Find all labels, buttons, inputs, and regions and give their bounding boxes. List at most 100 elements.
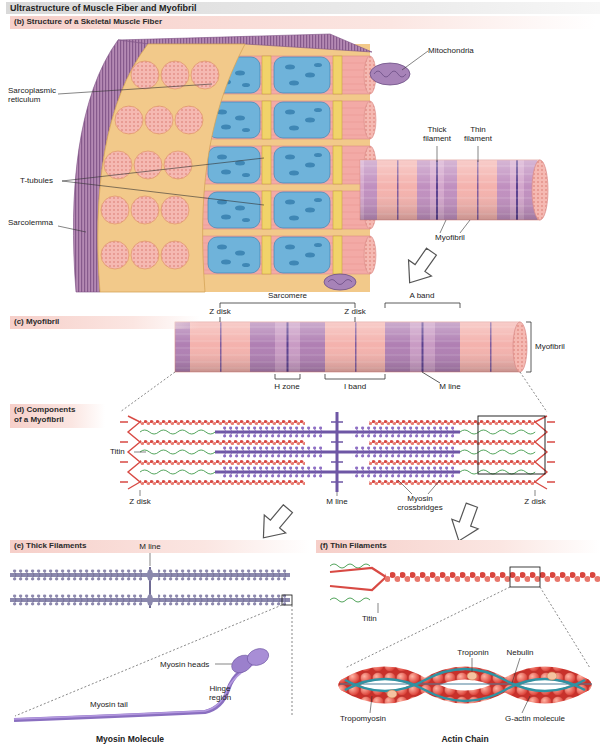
myofibril	[360, 160, 548, 220]
thin-filament-detail	[370, 658, 530, 713]
titin	[460, 450, 535, 454]
heading-text: (f) Thin Filaments	[320, 541, 596, 551]
myofibril-cross-section	[161, 61, 189, 89]
part-label: H zone	[262, 382, 312, 391]
thin-filament	[369, 440, 535, 445]
muscle-fiber	[200, 146, 376, 184]
thin-filament-detail	[345, 587, 590, 668]
thick-filament	[352, 446, 454, 458]
part-label: G-actin molecule	[505, 714, 595, 723]
myofibril-cross-section	[175, 106, 203, 134]
part-label: Mitochondria	[428, 46, 498, 55]
leader-line	[134, 452, 146, 453]
part-label: T-tubules	[20, 176, 70, 185]
actin-chain	[345, 669, 585, 691]
thin-filament	[140, 480, 305, 485]
thick-filament-detail	[147, 569, 153, 581]
myofibril-striations	[175, 322, 520, 372]
thin-filament-detail	[378, 603, 379, 613]
leader-line	[58, 226, 86, 232]
actin-chain	[547, 672, 557, 680]
muscle-fiber	[200, 236, 376, 274]
myosin-molecule	[14, 672, 240, 720]
leader-line	[62, 158, 264, 205]
leader-line	[440, 220, 470, 233]
heading-text: (c) Myofibril	[14, 317, 196, 327]
muscle-fiber	[58, 34, 548, 292]
myofibril-cross-section	[145, 106, 173, 134]
figure-title: Ultrastructure of Muscle Fiber and Myofi…	[6, 2, 600, 14]
panel-arrow	[446, 500, 485, 545]
leader-line	[58, 84, 212, 94]
muscle-fiber	[200, 191, 376, 229]
part-label: A band	[397, 291, 447, 300]
actin-chain	[387, 690, 397, 698]
panel-heading: (b) Structure of a Skeletal Muscle Fiber	[10, 16, 596, 29]
part-label: I band	[330, 382, 380, 391]
thin-filament-detail	[385, 571, 600, 583]
myofibril-cross-section	[161, 241, 189, 269]
leader-line	[58, 51, 478, 233]
thin-filament	[369, 460, 535, 465]
myofibril-cross-section	[101, 196, 129, 224]
bracket	[385, 303, 460, 308]
part-label: Nebulin	[500, 648, 540, 657]
bracket	[422, 372, 440, 383]
part-label: Z disk	[335, 307, 375, 316]
panel-heading: (d) Components of a Myofibril	[10, 404, 105, 428]
part-label: Titin	[362, 614, 392, 623]
bracket	[526, 322, 531, 372]
actin-chain	[467, 672, 477, 680]
thin-filament-detail	[510, 567, 540, 587]
thin-filament	[369, 480, 535, 485]
myofibril-cross-section	[161, 196, 189, 224]
part-label: Myofibril	[425, 233, 475, 242]
z-disk	[128, 416, 140, 489]
titin	[460, 430, 535, 434]
sarcomere-components	[120, 412, 555, 496]
part-label: Tropomyosin	[340, 714, 400, 723]
part-label: M line	[425, 382, 475, 391]
myofibril	[360, 160, 540, 220]
part-label: Thin filament	[458, 125, 498, 143]
figure-caption: Actin Chain	[425, 735, 505, 745]
part-label: Myofibril	[535, 342, 585, 351]
zoom-line	[120, 372, 547, 412]
actin-chain	[345, 673, 585, 697]
leader-line	[398, 480, 440, 494]
leader-line	[140, 490, 535, 496]
titin	[460, 470, 535, 474]
myofibril	[360, 160, 540, 220]
titin	[140, 430, 215, 434]
part-label: Z disk	[515, 497, 555, 506]
part-label: Myosin heads	[160, 660, 216, 669]
thick-filament-detail	[12, 594, 142, 606]
z-disk	[547, 422, 555, 482]
part-label: Hinge region	[200, 684, 240, 702]
thin-filament	[140, 440, 305, 445]
myofibril-cross-section	[134, 151, 162, 179]
part-label: Sarcolemma	[8, 218, 60, 227]
zoom-line	[120, 372, 547, 412]
thick-filament-detail	[158, 594, 286, 606]
myofibril-cross-section	[101, 241, 129, 269]
myofibril-cross-section	[131, 61, 159, 89]
myofibril-striations	[175, 322, 520, 372]
thick-filament-detail	[15, 605, 292, 716]
thick-filament-detail	[10, 553, 292, 720]
part-label: Myosin crossbridges	[390, 494, 450, 512]
zoom-box	[478, 416, 545, 474]
thick-filament-detail	[12, 569, 142, 581]
myofibril-cross-section	[131, 196, 159, 224]
muscle-fiber	[98, 44, 245, 292]
actin-chain	[340, 683, 592, 684]
thick-filament	[215, 412, 460, 492]
myosin-molecule	[14, 664, 254, 719]
myofibril-cross-section	[131, 241, 159, 269]
thick-filament	[352, 466, 454, 478]
mitochondrion	[324, 274, 356, 290]
leader-line	[402, 51, 428, 70]
